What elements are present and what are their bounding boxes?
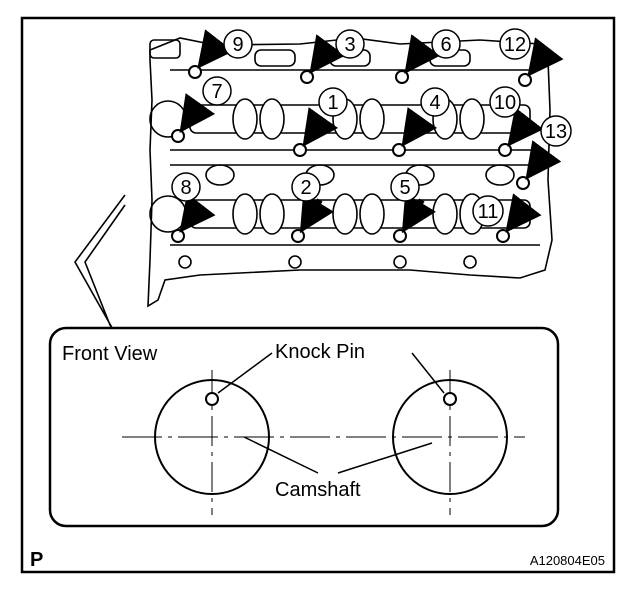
callout-5: 5 <box>390 172 420 202</box>
camshaft-right <box>392 379 508 495</box>
callout-10: 10 <box>489 86 521 118</box>
callout-13-text: 13 <box>545 121 567 143</box>
camshaft-left <box>154 379 270 495</box>
camshaft-label: Camshaft <box>275 479 361 501</box>
callout-1-text: 1 <box>327 92 338 114</box>
callout-7: 7 <box>202 76 232 106</box>
callout-10-text: 10 <box>494 92 516 114</box>
callout-5-text: 5 <box>399 177 410 199</box>
knock-pin-left <box>205 392 219 406</box>
callout-4-text: 4 <box>429 92 440 114</box>
leader-lines <box>217 352 445 474</box>
knock-pin-right <box>443 392 457 406</box>
figure-code: A120804E05 <box>530 553 605 568</box>
bolt-arrows <box>179 29 564 234</box>
corner-label: P <box>30 549 43 571</box>
knock-pin-label: Knock Pin <box>275 341 365 363</box>
callout-12: 12 <box>499 28 531 60</box>
callout-labels: 1 2 3 4 5 6 7 8 9 10 11 12 13 <box>171 28 572 227</box>
callout-1: 1 <box>318 87 348 117</box>
front-view-title: Front View <box>62 343 158 365</box>
callout-6-text: 6 <box>440 34 451 56</box>
callout-8-text: 8 <box>180 177 191 199</box>
callout-11: 11 <box>472 195 504 227</box>
callout-12-text: 12 <box>504 34 526 56</box>
callout-9: 9 <box>223 29 253 59</box>
callout-2-text: 2 <box>300 177 311 199</box>
callout-11-text: 11 <box>478 201 499 223</box>
callout-4: 4 <box>420 87 450 117</box>
callout-13: 13 <box>540 115 572 147</box>
callout-3-text: 3 <box>344 34 355 56</box>
callout-8: 8 <box>171 172 201 202</box>
callout-6: 6 <box>431 29 461 59</box>
callout-9-text: 9 <box>232 34 243 56</box>
bolt-markers <box>171 65 532 243</box>
callout-3: 3 <box>335 29 365 59</box>
callout-2: 2 <box>291 172 321 202</box>
callout-7-text: 7 <box>211 81 222 103</box>
